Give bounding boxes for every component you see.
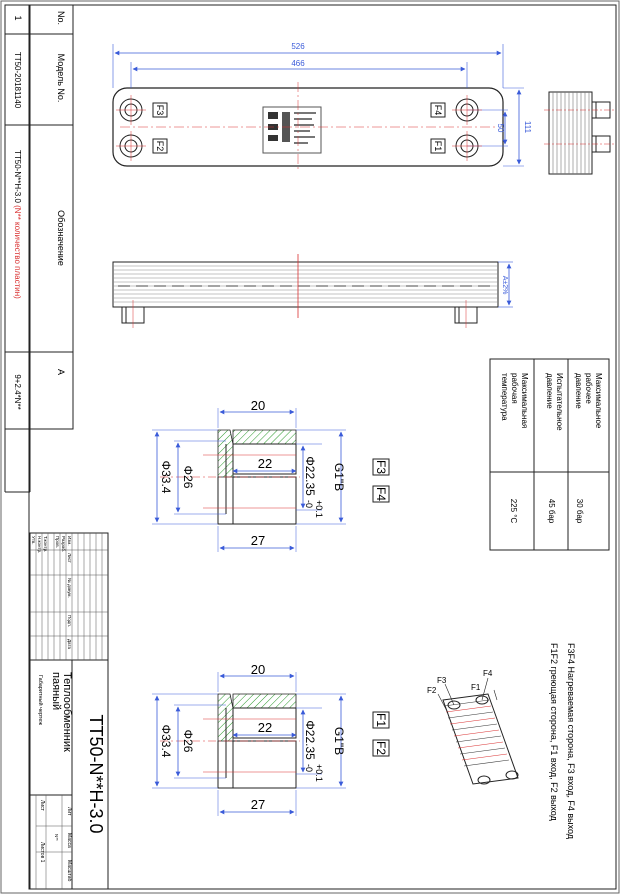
- rev-row-izm: Изм.: [67, 536, 72, 546]
- spec-header-no: No.: [56, 11, 66, 25]
- col-label-mass: Масса: [66, 833, 72, 848]
- fit2-diam-outer: Φ33.4: [159, 725, 173, 758]
- nameplate-logo: [262, 106, 322, 154]
- spec-table: No. Модель No. Обозначение A 1 TT50-2018…: [4, 4, 74, 493]
- rev-row-razrab: Разраб.: [61, 536, 66, 552]
- dim-overall: 526: [291, 42, 305, 51]
- fit1-thread: G1"B: [332, 463, 346, 491]
- iso-port-f4: F4: [483, 669, 493, 678]
- param-label-temp: Максимальная рабочая температура: [500, 373, 529, 430]
- fitting-detail-f1-f2: 20 22 27 Φ33.4 Φ26 Φ22.35 +0.1 -0 G1"B F…: [152, 662, 390, 816]
- rev-col-sign: Подп.: [67, 615, 72, 627]
- fit2-diam-inner: Φ26: [181, 730, 195, 753]
- fit1-port-f4: F4: [374, 487, 388, 501]
- title-block: Изм. Разраб. Пров. Т.контр. Н.контр. Утв…: [29, 532, 109, 890]
- col-label-scale: Масштаб: [66, 860, 72, 882]
- rev-col-date: Дата: [67, 639, 72, 649]
- fit1-tol-upper: +0.1: [314, 500, 324, 518]
- fit2-len-bottom: 27: [251, 797, 265, 812]
- port-label-f3: F3: [155, 105, 165, 116]
- fit1-len-bottom: 27: [251, 533, 265, 548]
- sheets-label: Листов 1: [39, 842, 45, 863]
- rev-row-utv: Утв.: [31, 536, 36, 545]
- col-label-lit: Лит: [66, 807, 72, 816]
- title-name: Теплообменник паяный: [50, 672, 73, 755]
- fit2-tol-lower: -0: [304, 764, 314, 772]
- spec-row-designation: TT50-N**H-3.0 (N** количество пластин): [13, 150, 22, 299]
- fit1-len-top: 20: [251, 398, 265, 413]
- title-subname: Габаритный чертеж: [37, 675, 44, 725]
- fit2-len-inner: 22: [258, 720, 272, 735]
- spec-header-designation: Обозначение: [56, 210, 66, 266]
- fitting-detail-f3-f4: 20 22 27 Φ33.4 Φ26 Φ22.35 +0.1 -0 G1"B F…: [152, 398, 390, 552]
- dim-spacing: 50: [496, 124, 505, 133]
- param-value-test: 45 бар: [547, 499, 556, 524]
- rev-row-nkontr: Н.контр.: [37, 536, 42, 553]
- fit1-tol-lower: -0: [304, 500, 314, 508]
- param-value-temp: 225 °C: [509, 499, 518, 524]
- spec-row-no: 1: [13, 15, 23, 20]
- port-label-f4: F4: [433, 105, 443, 116]
- fit1-diam-bore: Φ22.35: [303, 456, 317, 496]
- rev-row-prov: Пров.: [55, 536, 60, 548]
- spec-row-a: 9+2.4*N**: [13, 374, 22, 409]
- params-table: Максимальное рабочее давление Испытатель…: [489, 358, 610, 551]
- rev-row-tkontr: Т.контр.: [43, 536, 48, 552]
- title-scale-note: N**: [54, 834, 59, 841]
- iso-port-f1: F1: [471, 683, 481, 692]
- dim-a: A±2%: [501, 276, 508, 295]
- param-value-pressure: 30 бар: [575, 499, 584, 524]
- fit1-port-f3: F3: [374, 460, 388, 474]
- front-view: 526 466 111 50 F3 F4: [112, 42, 532, 172]
- rev-col-list: Лист: [67, 553, 72, 563]
- title-code: TT50-N**H-3.0: [86, 714, 106, 833]
- rev-col-doc: № докум.: [67, 578, 72, 598]
- dim-ports: 466: [291, 59, 305, 68]
- fit1-diam-inner: Φ26: [181, 466, 195, 489]
- port-label-f2: F2: [155, 141, 165, 152]
- fit2-thread: G1"B: [332, 727, 346, 755]
- fit2-len-top: 20: [251, 662, 265, 677]
- isometric-sketch: F4 F1 F3 F2: [427, 669, 519, 785]
- port-label-f1: F1: [433, 141, 443, 152]
- legend-line-2: F1F2 греющая сторона, F1 вход, F2 выход: [549, 643, 559, 822]
- side-view: A±2%: [112, 254, 513, 328]
- end-view: [544, 91, 614, 175]
- fit2-port-f2: F2: [374, 741, 388, 755]
- spec-row-model: TT50-20181140: [13, 52, 22, 109]
- fit1-len-inner: 22: [258, 456, 272, 471]
- fit2-port-f1: F1: [374, 713, 388, 727]
- drawing-border: [28, 4, 617, 890]
- dim-height: 111: [523, 121, 532, 134]
- fit1-diam-outer: Φ33.4: [159, 461, 173, 494]
- param-label-test: Испытательное давление: [545, 373, 564, 433]
- param-label-pressure: Максимальное рабочее давление: [574, 373, 603, 431]
- legend-line-1: F3F4 Нагреваемая сторона, F3 вход, F4 вы…: [566, 643, 576, 840]
- iso-port-f3: F3: [437, 676, 447, 685]
- fit2-diam-bore: Φ22.35: [303, 720, 317, 760]
- spec-header-a: A: [56, 369, 66, 375]
- iso-port-f2: F2: [427, 686, 437, 695]
- fit2-tol-upper: +0.1: [314, 764, 324, 782]
- sheet-label: Лист: [39, 800, 45, 812]
- spec-header-model: Модель No.: [56, 54, 66, 103]
